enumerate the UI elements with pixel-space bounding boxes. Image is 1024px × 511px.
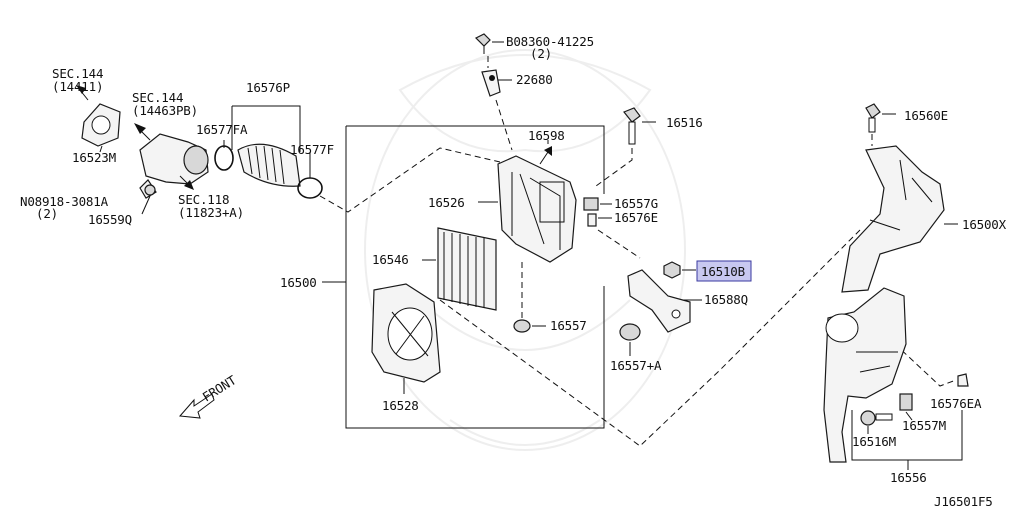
- label-16598[interactable]: 16598: [528, 128, 565, 143]
- label-sec118-sub: (11823+A): [178, 205, 244, 220]
- dash-bracket: [597, 229, 641, 259]
- dash-16516: [595, 148, 633, 187]
- filter-element-16546[interactable]: [437, 227, 497, 311]
- air-cleaner-case-16528[interactable]: [371, 283, 441, 383]
- bolt-16516[interactable]: [623, 107, 641, 145]
- bracket-16588Q[interactable]: [627, 269, 691, 333]
- label-16557A[interactable]: 16557+A: [610, 358, 662, 373]
- arrow-head-sec144-b: [134, 123, 146, 134]
- label-16588Q[interactable]: 16588Q: [704, 292, 748, 307]
- duct-16576P[interactable]: [237, 143, 301, 187]
- label-08360-qty: (2): [530, 46, 552, 61]
- label-16560E[interactable]: 16560E: [904, 108, 948, 123]
- label-16546[interactable]: 16546: [372, 252, 409, 267]
- gasket-16523M[interactable]: [81, 103, 121, 147]
- dash-box-to-duct: [439, 229, 861, 447]
- arrow-head-sec118: [184, 180, 194, 190]
- bolt-16516M[interactable]: [860, 410, 893, 426]
- leader-16576P: [231, 105, 301, 152]
- label-16577FA[interactable]: 16577FA: [196, 122, 248, 137]
- front-arrow-icon: [178, 393, 215, 419]
- grommet-16557[interactable]: [513, 319, 531, 333]
- label-sec144-b: SEC.144: [132, 90, 183, 105]
- nut-16510B[interactable]: [663, 261, 681, 279]
- label-plate-16598[interactable]: [539, 146, 552, 165]
- label-sec144-a-sub: (14411): [52, 79, 103, 94]
- label-16576P[interactable]: 16576P: [246, 80, 290, 95]
- label-16557M[interactable]: 16557M: [902, 418, 946, 433]
- watermark-logo: [364, 49, 686, 451]
- clamp-16577F[interactable]: [297, 177, 323, 199]
- dash-16576EA: [879, 329, 957, 387]
- sensor-22680[interactable]: [481, 69, 501, 97]
- label-08918-qty: (2): [36, 206, 58, 221]
- diagram-id: J16501F5: [934, 494, 993, 509]
- clip-16576EA[interactable]: [957, 373, 969, 387]
- label-16557[interactable]: 16557: [550, 318, 587, 333]
- leader-16557M: [905, 411, 913, 421]
- resonator-16556[interactable]: [823, 287, 907, 463]
- label-22680[interactable]: 22680: [516, 72, 553, 87]
- highlight-16510B[interactable]: [696, 260, 752, 282]
- nut-08918[interactable]: [144, 184, 156, 196]
- bolt-16560E[interactable]: [865, 103, 881, 133]
- label-16557G[interactable]: 16557G: [614, 196, 658, 211]
- grommet-16557A[interactable]: [619, 323, 641, 341]
- air-cleaner-cover-16526[interactable]: [497, 155, 577, 263]
- label-16500[interactable]: 16500: [280, 275, 317, 290]
- label-16576E[interactable]: 16576E: [614, 210, 658, 225]
- label-16516[interactable]: 16516: [666, 115, 703, 130]
- clamp-16577FA[interactable]: [214, 145, 234, 171]
- dash-sensor: [487, 56, 513, 151]
- arrow-head-sec144-a: [76, 85, 86, 94]
- grommet-16557M[interactable]: [899, 393, 913, 411]
- label-16516M[interactable]: 16516M: [852, 434, 896, 449]
- leader-16523M: [99, 145, 103, 153]
- bracket-16500: [345, 125, 605, 429]
- label-sec144-b-sub: (14463PB): [132, 103, 198, 118]
- label-16559Q[interactable]: 16559Q: [88, 212, 132, 227]
- label-16510B[interactable]: 16510B: [701, 264, 745, 279]
- collar-16576E[interactable]: [587, 213, 597, 227]
- bracket-16556: [851, 410, 963, 461]
- label-sec144-a: SEC.144: [52, 66, 103, 81]
- grommet-16557G[interactable]: [583, 197, 599, 211]
- label-16523M[interactable]: 16523M: [72, 150, 116, 165]
- label-08360[interactable]: B08360-41225: [506, 34, 594, 49]
- bolt-08360[interactable]: [474, 33, 491, 54]
- duct-16500X[interactable]: [841, 145, 945, 293]
- dash-duct-to-box: [319, 147, 501, 213]
- label-16500X[interactable]: 16500X: [962, 217, 1007, 232]
- label-sec118: SEC.118: [178, 192, 229, 207]
- label-front: FRONT: [200, 372, 240, 404]
- label-16576EA[interactable]: 16576EA: [930, 396, 982, 411]
- adapter-16559Q[interactable]: [139, 133, 209, 199]
- label-16526[interactable]: 16526: [428, 195, 465, 210]
- label-16577F[interactable]: 16577F: [290, 142, 334, 157]
- label-16556[interactable]: 16556: [890, 470, 927, 485]
- label-16528[interactable]: 16528: [382, 398, 419, 413]
- label-08918[interactable]: N08918-3081A: [20, 194, 109, 209]
- leader-16559Q: [141, 195, 151, 215]
